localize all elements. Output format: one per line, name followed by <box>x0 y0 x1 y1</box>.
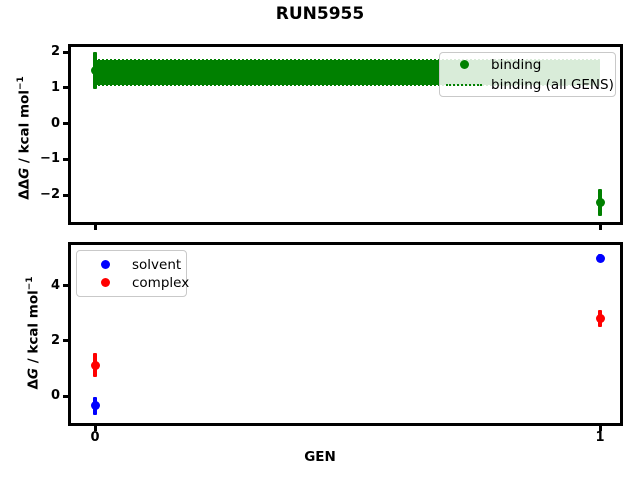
y-tick-label: 0 <box>50 388 60 403</box>
binding-all-gens-line-swatch <box>446 83 482 86</box>
y-tick-label: 2 <box>50 44 60 59</box>
legend-label: complex <box>132 274 190 291</box>
units-text: / kcal mol <box>25 290 42 368</box>
x-tick-mark <box>93 426 97 431</box>
circle-marker-icon <box>100 260 110 269</box>
y-tick-mark <box>63 122 68 125</box>
x-axis-label: GEN <box>304 449 336 465</box>
circle-marker-icon <box>459 60 469 69</box>
x-tick-mark <box>598 426 602 431</box>
legend-label: solvent <box>132 256 182 273</box>
solvent-data-point <box>595 253 605 263</box>
binding-marker-swatch <box>446 60 482 69</box>
y-tick-label: −1 <box>40 151 60 167</box>
x-tick-mark <box>93 225 97 230</box>
x-tick-label: 1 <box>595 430 605 445</box>
all-gens-band-bottom-edge <box>95 83 600 86</box>
y-tick-label: 2 <box>50 332 60 348</box>
dotted-line-icon <box>446 83 482 86</box>
x-tick-mark <box>598 225 602 230</box>
legend-row: complex <box>87 274 190 292</box>
complex-marker-swatch <box>87 278 123 287</box>
complex-data-point <box>595 314 605 324</box>
y-tick-mark <box>63 284 68 288</box>
y-tick-mark <box>63 86 68 90</box>
figure-title: RUN5955 <box>275 4 365 24</box>
complex-data-point <box>90 360 100 370</box>
binding-data-point <box>595 197 605 207</box>
top-legend: binding binding (all GENS) <box>439 52 616 97</box>
solvent-data-point <box>90 401 100 411</box>
x-tick-label: 0 <box>90 430 100 445</box>
binding-data-point <box>90 66 100 76</box>
y-tick-mark <box>63 193 68 197</box>
y-tick-label: 0 <box>50 115 60 131</box>
legend-row: solvent <box>87 256 186 274</box>
legend-label: binding (all GENS) <box>491 76 614 93</box>
y-tick-label: 1 <box>50 79 60 95</box>
y-tick-mark <box>63 157 68 161</box>
y-tick-label: 4 <box>50 277 60 293</box>
g-symbol: G <box>25 367 42 380</box>
y-tick-mark <box>63 394 68 398</box>
legend-label: binding <box>491 56 542 73</box>
legend-row: binding (all GENS) <box>446 75 615 95</box>
y-tick-mark <box>63 50 68 54</box>
bottom-plot-frame <box>68 242 623 426</box>
circle-marker-icon <box>100 278 110 287</box>
top-plot-frame <box>68 44 623 225</box>
g-symbol: G <box>16 167 33 179</box>
legend-row: binding <box>446 55 615 75</box>
bottom-legend: solvent complex <box>76 250 190 297</box>
y-tick-label: −2 <box>40 187 60 202</box>
all-gens-band-top-edge <box>95 58 600 61</box>
y-tick-mark <box>63 339 68 343</box>
solvent-marker-swatch <box>87 260 123 269</box>
